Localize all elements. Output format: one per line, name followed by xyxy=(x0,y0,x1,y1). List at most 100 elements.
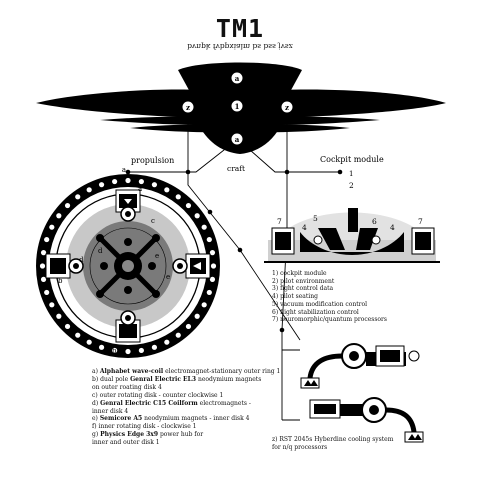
disk-label-f: f xyxy=(127,239,131,247)
propulsion-legend-item: e) Semicore A5 neodymium magnets - inner… xyxy=(92,415,250,423)
craft-node-label: a xyxy=(235,135,240,144)
ring-hole xyxy=(151,182,158,188)
ring-hole xyxy=(49,224,55,230)
cooling-system-bottom xyxy=(309,397,424,443)
cooling-note: z) RST 2045s Hyberdine cooling system fo… xyxy=(272,436,394,451)
ring-hole xyxy=(39,263,46,269)
ring-hole xyxy=(164,187,170,193)
ring-hole xyxy=(64,323,71,330)
inner-disk-magnet xyxy=(100,262,108,270)
ring-hole xyxy=(49,302,55,308)
ring-hole xyxy=(98,344,105,350)
cockpit-legend-item: 6) flight stabilization control xyxy=(272,308,359,316)
cockpit-num-2: 2 xyxy=(349,181,354,190)
cockpit-num-7-left: 7 xyxy=(277,217,282,226)
connector-dots xyxy=(125,169,343,333)
propulsion-legend-item: a) Alphabet wave-coil electromagnet-stat… xyxy=(92,368,281,375)
ring-hole xyxy=(210,263,217,269)
hub-magnets xyxy=(96,234,160,298)
craft-node-1: 1 xyxy=(230,99,244,113)
ring-hole xyxy=(206,236,212,243)
craft-node-a-top: a xyxy=(230,71,244,85)
cockpit-marker: 1 xyxy=(349,170,353,178)
outer-disk-magnet-core xyxy=(73,263,79,269)
cockpit-legend-item: 2) pilot environment xyxy=(272,277,335,285)
inner-disk-magnet xyxy=(96,234,104,242)
disk-label-d2: d xyxy=(79,256,84,264)
craft-node-a-bottom: a xyxy=(230,132,244,146)
disk-label-b: b xyxy=(58,277,63,285)
ring-hole xyxy=(44,236,50,243)
ring-hole xyxy=(56,313,62,319)
inner-disk-magnet xyxy=(124,286,132,294)
disk-labels: a b c d e f b d e xyxy=(58,185,170,355)
ring-hole xyxy=(209,276,216,282)
ring-hole xyxy=(175,332,181,338)
craft-node-z-left: z xyxy=(181,100,195,114)
ring-hole xyxy=(194,213,200,219)
cooling-system-top xyxy=(300,343,420,389)
craft-node-label: a xyxy=(235,74,240,83)
ring-hole xyxy=(138,347,144,354)
propulsion-legend-item: g) Physics Edge 3x9 power hub for xyxy=(92,431,204,439)
craft-node-z-right: z xyxy=(280,100,294,114)
magnet-module-left xyxy=(45,253,71,279)
cockpit-legend-item: 4) pilot seating xyxy=(272,293,318,301)
ring-hole xyxy=(86,187,92,193)
ring-hole xyxy=(75,332,81,338)
disk-label-d: d xyxy=(98,247,103,255)
inner-disk-magnet xyxy=(124,238,132,246)
outer-ring-holes xyxy=(39,177,217,355)
craft-node-label: z xyxy=(285,103,289,112)
ring-hole xyxy=(194,313,200,319)
ring-hole xyxy=(125,348,131,355)
cockpit-numbers: 2 3 4 5 6 7 7 4 xyxy=(277,181,423,232)
magnet-module-right xyxy=(185,253,211,279)
propulsion-marker: a xyxy=(122,166,126,174)
craft-node-label: z xyxy=(186,103,190,112)
inner-disk-magnet xyxy=(152,234,160,242)
disk-label-a: a xyxy=(138,185,142,193)
ring-hole xyxy=(151,344,158,350)
ring-hole xyxy=(201,224,207,230)
ring-hole xyxy=(175,194,181,200)
cockpit-num-4-right: 4 xyxy=(390,223,395,232)
ring-hole xyxy=(164,339,170,345)
ring-hole xyxy=(125,177,131,184)
propulsion-disk xyxy=(36,174,220,358)
ring-hole xyxy=(206,289,212,296)
disk-label-b2: b xyxy=(112,347,117,355)
cockpit-legend-item: 1) cockpit module xyxy=(272,270,327,277)
rotating-disk-magnets xyxy=(68,206,188,326)
propulsion-label: propulsion xyxy=(131,156,174,165)
cockpit-num-4: 4 xyxy=(302,223,307,232)
propulsion-legend-item: d) Genral Electric C15 Coilform electrom… xyxy=(92,399,251,407)
propulsion-legend: a) Alphabet wave-coil electromagnet-stat… xyxy=(92,368,292,447)
craft-node-label: 1 xyxy=(235,102,240,111)
inner-disk-magnet xyxy=(152,290,160,298)
connector-lines xyxy=(128,77,340,421)
disk-label-e2: e xyxy=(166,273,170,281)
ring-hole xyxy=(64,202,71,209)
ring-hole xyxy=(86,339,92,345)
cockpit-legend-item: 3) fight control data xyxy=(272,285,334,293)
inner-disk-magnet xyxy=(148,262,156,270)
diagram-title: TM1 xyxy=(215,14,265,43)
cockpit-num-7-right: 7 xyxy=(418,217,423,226)
propulsion-legend-item: f) inner rotating disk - clockwise 1 xyxy=(92,423,197,431)
propulsion-legend-item: inner and outer disk 1 xyxy=(92,439,160,447)
propulsion-legend-item: c) outer rotating disk - counter clockwi… xyxy=(92,391,224,399)
cockpit-num-5: 5 xyxy=(313,214,318,223)
ring-hole xyxy=(40,276,47,282)
outer-disk-magnet-core xyxy=(177,263,183,269)
ring-hole xyxy=(56,213,62,219)
disk-label-c: c xyxy=(151,217,155,225)
propulsion-legend-item: inner disk 4 xyxy=(92,407,129,415)
propulsion-legend-item: on outer roating disk 4 xyxy=(92,383,162,391)
ring-hole xyxy=(201,302,207,308)
cockpit-label: Cockpit module xyxy=(320,155,384,164)
cockpit-legend: 1) cockpit module 2) pilot environment 3… xyxy=(272,270,387,324)
ring-hole xyxy=(185,202,192,209)
